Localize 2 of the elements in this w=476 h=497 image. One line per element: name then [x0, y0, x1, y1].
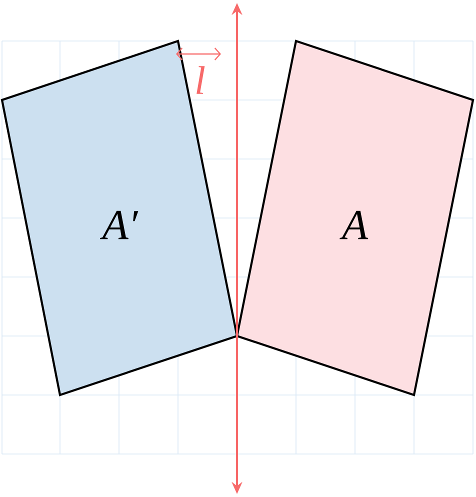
line-label: l — [176, 48, 221, 94]
original-rectangle: A — [236, 40, 474, 396]
